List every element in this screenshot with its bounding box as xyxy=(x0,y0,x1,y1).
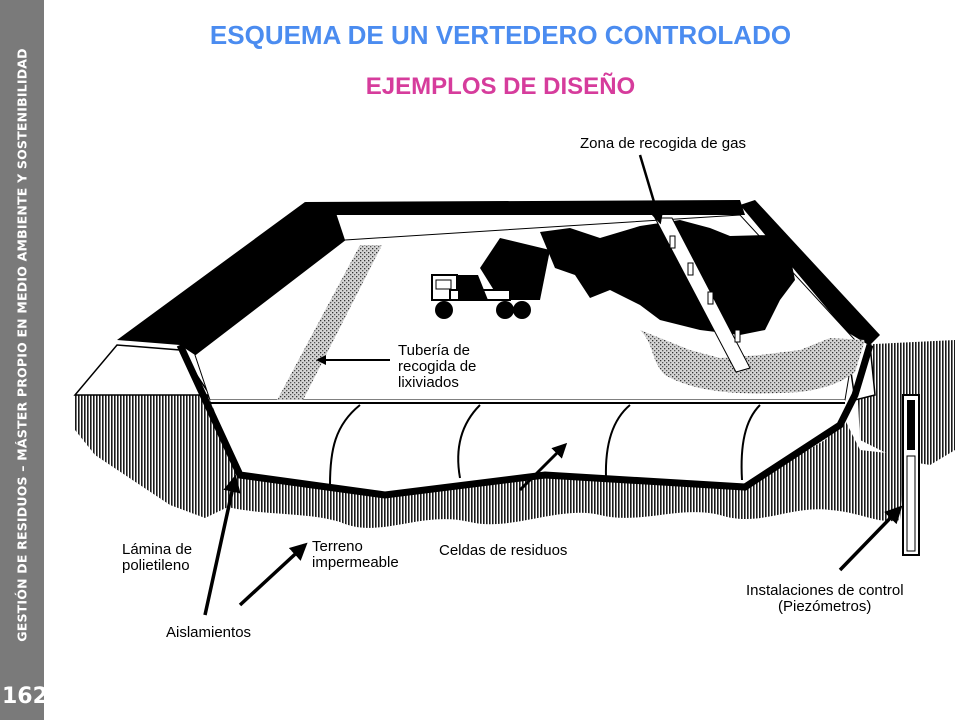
ground-bottom xyxy=(205,420,905,528)
piezometer xyxy=(902,394,920,556)
gravel-area xyxy=(640,330,865,394)
slide-subtitle: EJEMPLOS DE DISEÑO xyxy=(365,73,636,100)
sidebar: GESTIÓN DE RESIDUOS – MÁSTER PROPIO EN M… xyxy=(0,0,48,720)
ground-left xyxy=(75,395,240,518)
sidebar-vertical-text: GESTIÓN DE RESIDUOS – MÁSTER PROPIO EN M… xyxy=(0,0,44,720)
dump-truck xyxy=(431,238,550,319)
cell-divider xyxy=(329,404,361,486)
polyethylene-liner xyxy=(176,343,874,499)
label-liner-1: Lámina de xyxy=(122,541,193,558)
arrow-gas-zone xyxy=(638,154,664,225)
label-soil-1: Terreno xyxy=(312,538,363,555)
page-number: 162 xyxy=(2,684,48,709)
label-cells: Celdas de residuos xyxy=(439,542,568,559)
leachate-pipe xyxy=(276,245,382,402)
arrow-piezometer xyxy=(838,505,903,572)
cell-divider xyxy=(604,404,631,479)
label-control-1: Instalaciones de control xyxy=(746,582,904,599)
label-control-2: (Piezómetros) xyxy=(778,598,872,615)
label-gas-zone: Zona de recogida de gas xyxy=(580,135,746,152)
berm-right-wall xyxy=(740,200,880,345)
gas-vent xyxy=(734,329,741,343)
label-insulation: Aislamientos xyxy=(166,624,252,641)
waste-mound xyxy=(540,220,795,335)
cells-front-face xyxy=(210,400,845,495)
label-leachate-2: recogida de xyxy=(398,358,477,375)
gas-vent xyxy=(687,262,694,276)
cell-divider xyxy=(457,404,481,479)
arrow-cells xyxy=(518,442,568,492)
landfill-diagram xyxy=(73,154,955,616)
arrow-insulation xyxy=(203,474,241,616)
arrow-soil xyxy=(238,542,308,607)
label-liner-2: polietileno xyxy=(122,557,190,574)
slide-title: ESQUEMA DE UN VERTEDERO CONTROLADO xyxy=(209,20,792,50)
gas-collection-zone xyxy=(654,217,751,373)
berm-top xyxy=(305,200,745,215)
label-leachate-1: Tubería de xyxy=(398,342,470,359)
course-title: GESTIÓN DE RESIDUOS – MÁSTER PROPIO EN M… xyxy=(14,48,30,642)
berm-back-wall xyxy=(117,202,345,355)
gas-vent xyxy=(669,235,676,249)
cell-divider xyxy=(740,404,761,481)
label-soil-2: impermeable xyxy=(312,554,399,571)
gas-vent xyxy=(707,291,714,305)
label-leachate-3: lixiviados xyxy=(398,374,459,391)
